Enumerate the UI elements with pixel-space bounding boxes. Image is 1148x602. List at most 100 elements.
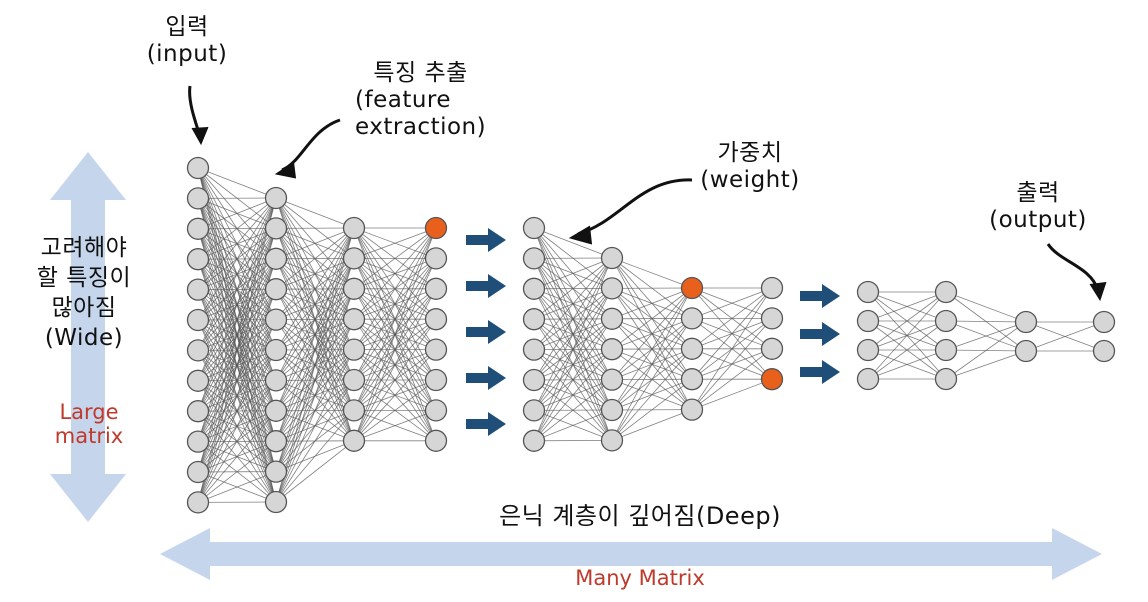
connection-edge	[197, 197, 277, 412]
neuron-node	[264, 490, 288, 514]
connection-edge	[275, 227, 355, 320]
neuron-node	[186, 339, 210, 362]
large-matrix-line2: matrix	[54, 424, 124, 449]
connection-edge	[197, 197, 277, 321]
connection-edge	[353, 227, 437, 411]
flow-arrow-icon	[466, 412, 506, 436]
neuron-node	[522, 429, 546, 452]
neuron-node	[522, 247, 546, 270]
connection-edge	[611, 257, 693, 289]
neuron-node	[424, 338, 448, 361]
connection-edge	[867, 291, 947, 351]
connection-edge	[275, 227, 355, 442]
neuron-node	[342, 429, 366, 452]
wide-label-en: (Wide)	[44, 324, 124, 351]
neuron-node	[264, 186, 288, 210]
neuron-node	[342, 338, 366, 361]
connection-edge	[533, 409, 613, 442]
neuron-node	[934, 280, 958, 304]
neuron-node	[424, 277, 448, 300]
connection-edge	[611, 409, 693, 441]
neuron-node	[600, 307, 624, 330]
connection-edge	[275, 410, 355, 503]
neuron-node	[424, 308, 448, 331]
neuron-node	[1014, 339, 1038, 363]
connection-edge	[197, 167, 277, 199]
connection-edge	[197, 197, 277, 503]
connection-edge	[945, 320, 1027, 323]
neuron-node	[680, 398, 704, 421]
connection-edge	[197, 228, 277, 503]
output-label-ko: 출력	[1016, 180, 1060, 206]
output-pointer-arrow	[1046, 243, 1107, 302]
neuron-node	[186, 278, 210, 301]
connection-edge	[197, 410, 277, 503]
connection-edge	[533, 318, 613, 442]
connection-edge	[197, 289, 277, 503]
neuron-node	[186, 156, 210, 180]
neuron-node	[264, 338, 288, 362]
flow-arrow-icon	[466, 320, 506, 344]
connection-edge	[353, 349, 437, 442]
flow-arrow-icon	[800, 360, 840, 384]
neuron-node	[856, 367, 880, 391]
connection-edge	[691, 287, 773, 319]
neuron-node	[264, 460, 288, 483]
output-label-en: (output)	[989, 207, 1087, 234]
neuron-node	[264, 430, 288, 453]
feature-label-en-1: (feature	[355, 87, 452, 114]
neuron-node	[522, 399, 546, 422]
weight-label-ko: 가중치	[717, 140, 783, 166]
connection-edge	[197, 440, 277, 503]
neuron-node	[264, 217, 288, 240]
connection-edge	[197, 197, 277, 351]
flow-arrow-icon	[466, 274, 506, 298]
neuron-node	[424, 368, 448, 392]
neuron-node	[934, 309, 958, 333]
neuron-node	[1092, 339, 1116, 363]
neuron-node	[186, 369, 210, 392]
wide-label-line1: 고려해야	[40, 235, 128, 261]
neuron-node	[186, 248, 210, 271]
connection-edge	[691, 348, 773, 410]
flow-arrow-icon	[800, 284, 840, 308]
neuron-node	[342, 277, 366, 300]
weight-pointer-arrow	[568, 178, 693, 245]
input-label: 입력 (input)	[132, 14, 242, 68]
large-matrix-line1: Large	[59, 400, 119, 424]
feature-pointer-arrow	[274, 118, 341, 179]
neuron-node	[680, 307, 704, 330]
connection-edge	[691, 287, 773, 380]
connection-edge	[691, 287, 773, 350]
input-label-ko: 입력	[165, 14, 209, 40]
neuron-node	[760, 307, 784, 330]
connection-edge	[275, 349, 355, 503]
connection-edge	[197, 197, 277, 260]
highlighted-node	[680, 276, 704, 300]
input-label-en: (input)	[146, 41, 228, 68]
connection-edge	[611, 287, 693, 380]
flow-arrow-icon	[800, 322, 840, 346]
neuron-node	[186, 308, 210, 332]
connection-edge	[945, 350, 1027, 380]
connection-edge	[197, 197, 277, 473]
input-pointer-arrow	[188, 85, 209, 146]
wide-label-line2: 할 특징이	[36, 264, 132, 291]
neuron-node	[186, 217, 210, 240]
connection-edge	[533, 227, 613, 259]
connection-edge	[353, 227, 437, 259]
neuron-node	[600, 368, 624, 391]
neuron-node	[522, 308, 546, 331]
wide-label: 고려해야 할 특징이 많아짐 (Wide)	[4, 234, 164, 354]
highlighted-node	[760, 368, 784, 391]
neuron-node	[424, 247, 448, 270]
connection-edge	[197, 197, 277, 442]
neuron-node	[342, 399, 366, 422]
neuron-node	[342, 247, 366, 270]
connection-edge	[1025, 321, 1105, 352]
connection-edge	[275, 379, 355, 503]
network-nodes	[186, 156, 1116, 514]
connection-edge	[611, 287, 693, 350]
connection-edge	[945, 321, 1027, 351]
